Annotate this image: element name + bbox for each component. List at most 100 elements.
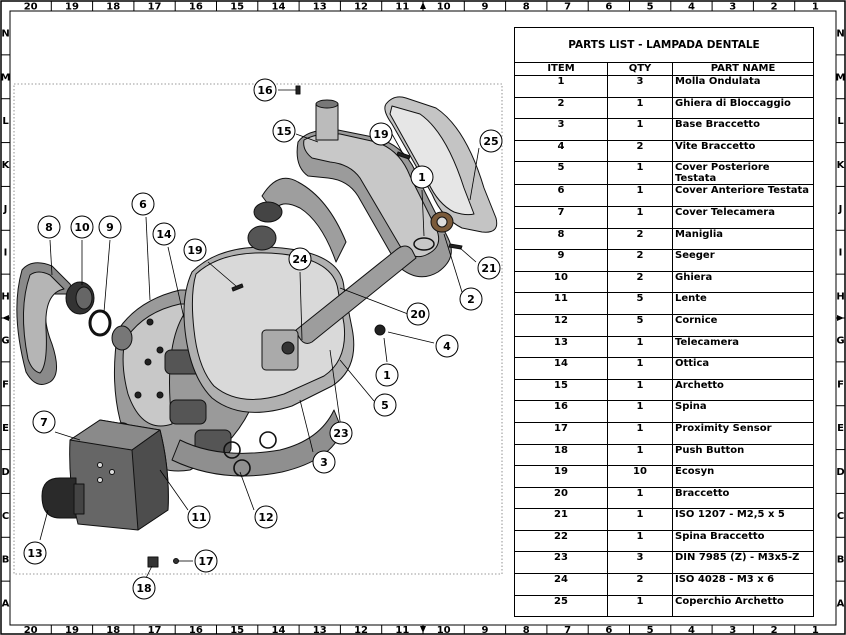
zone-label: 19 xyxy=(65,625,79,635)
zone-label: 3 xyxy=(729,625,736,635)
part-name-cell: Vite Braccetto xyxy=(672,139,814,163)
callout-17: 17 xyxy=(194,549,218,573)
zone-label: 12 xyxy=(354,625,368,635)
callout-number: 4 xyxy=(443,340,451,353)
item-cell: 24 xyxy=(514,573,608,596)
zone-label: D xyxy=(1,467,9,478)
part-name-cell: Coperchio Archetto xyxy=(672,594,814,618)
part-name-cell: Telecamera xyxy=(672,335,814,359)
zone-label: 13 xyxy=(313,625,327,635)
qty-cell: 1 xyxy=(607,335,673,359)
qty-cell: 1 xyxy=(607,421,673,445)
callout-number: 15 xyxy=(276,125,291,138)
zone-label: N xyxy=(836,28,844,39)
zone-label: A xyxy=(2,599,10,610)
callout-5: 5 xyxy=(373,393,397,417)
part-name-cell: Cover Anteriore Testata xyxy=(672,184,814,207)
zone-label: 8 xyxy=(523,2,530,13)
callout-3: 3 xyxy=(312,450,336,474)
parts-list-table: PARTS LIST - LAMPADA DENTALE ITEM QTY PA… xyxy=(514,27,814,618)
zone-label: 17 xyxy=(148,2,162,13)
item-cell: 2 xyxy=(514,96,608,120)
zone-label: N xyxy=(1,28,9,39)
zone-label: L xyxy=(837,116,844,127)
callout-number: 8 xyxy=(45,221,53,234)
callout-number: 9 xyxy=(106,221,114,234)
item-cell: 5 xyxy=(514,161,608,186)
callout-18: 18 xyxy=(132,576,156,600)
zone-label: 16 xyxy=(189,625,203,635)
ring-nut-inner xyxy=(75,286,93,310)
screws xyxy=(231,85,463,336)
qty-cell: 1 xyxy=(607,400,673,423)
qty-cell: 1 xyxy=(607,508,673,531)
callout-number: 24 xyxy=(292,253,308,266)
callout-number: 1 xyxy=(418,171,426,184)
callout-number: 11 xyxy=(191,511,206,524)
callout-20: 20 xyxy=(406,302,430,326)
item-cell: 12 xyxy=(514,313,608,337)
callout-number: 13 xyxy=(27,547,42,560)
callout-number: 21 xyxy=(481,262,496,275)
item-cell: 17 xyxy=(514,421,608,445)
zone-label: H xyxy=(1,292,9,303)
part-name-cell: Maniglia xyxy=(672,227,814,251)
qty-cell: 1 xyxy=(607,357,673,380)
qty-cell: 5 xyxy=(607,292,673,315)
callout-number: 19 xyxy=(187,244,202,257)
part-name-cell: Ottica xyxy=(672,357,814,380)
item-cell: 22 xyxy=(514,529,608,553)
part-name-cell: Ghiera di Bloccaggio xyxy=(672,96,814,120)
zone-label: 11 xyxy=(395,2,409,13)
zone-label: 3 xyxy=(729,2,736,13)
zone-label: I xyxy=(4,248,8,259)
callout-23: 23 xyxy=(329,421,353,445)
part-name-cell: Base Braccetto xyxy=(672,118,814,141)
callout-number: 7 xyxy=(40,416,48,429)
qty-cell: 1 xyxy=(607,529,673,553)
zone-label: 14 xyxy=(271,2,285,13)
qty-cell: 1 xyxy=(607,161,673,186)
callout-number: 19 xyxy=(373,128,388,141)
optics-2 xyxy=(169,399,207,425)
callout-2: 2 xyxy=(459,287,483,311)
callout-4: 4 xyxy=(435,334,459,358)
item-cell: 16 xyxy=(514,400,608,423)
callout-number: 23 xyxy=(333,427,348,440)
qty-cell: 2 xyxy=(607,573,673,596)
rear-cover-face xyxy=(191,252,346,400)
callout-number: 18 xyxy=(136,582,151,595)
exploded-assembly xyxy=(16,85,498,568)
zone-label: 16 xyxy=(189,2,203,13)
callout-15: 15 xyxy=(272,119,296,143)
center-mark-left xyxy=(2,315,9,321)
part-name-cell: Braccetto xyxy=(672,486,814,510)
zone-label: I xyxy=(839,248,843,259)
item-cell: 14 xyxy=(514,357,608,380)
callout-10: 10 xyxy=(70,215,94,239)
callout-8: 8 xyxy=(37,215,61,239)
zone-label: A xyxy=(837,599,845,610)
zone-label: 4 xyxy=(688,2,695,13)
part-name-cell: DIN 7985 (Z) - M3x5-Z xyxy=(672,551,814,575)
zone-label: 18 xyxy=(106,2,120,13)
upper-hose xyxy=(261,177,347,263)
part-name-cell: Ecosyn xyxy=(672,465,814,488)
qty-cell: 1 xyxy=(607,443,673,467)
zone-label: 5 xyxy=(647,2,654,13)
callout-6: 6 xyxy=(131,192,155,216)
upper-ring xyxy=(247,225,277,251)
zone-label: 15 xyxy=(230,2,244,13)
callout-number: 1 xyxy=(383,369,391,382)
zone-label: F xyxy=(837,379,844,390)
qty-cell: 2 xyxy=(607,139,673,163)
